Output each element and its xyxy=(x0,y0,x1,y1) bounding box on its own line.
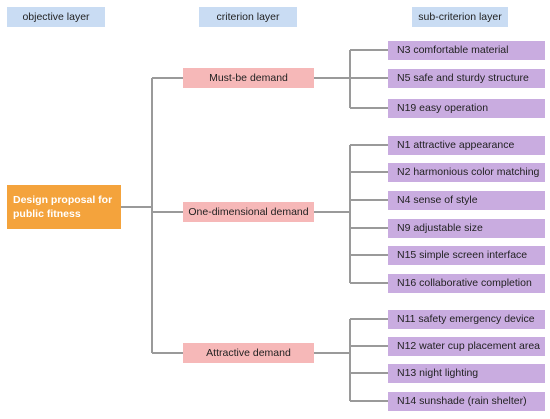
sub-node-n2: N2 harmonious color matching xyxy=(388,163,545,182)
sub-node-n14: N14 sunshade (rain shelter) xyxy=(388,392,545,411)
sub-node-n9: N9 adjustable size xyxy=(388,219,545,238)
sub-node-n13: N13 night lighting xyxy=(388,364,545,383)
sub-node-n5: N5 safe and sturdy structure xyxy=(388,69,545,88)
sub-node-n19: N19 easy operation xyxy=(388,99,545,118)
header-criterion-layer: criterion layer xyxy=(199,7,297,27)
header-sub-criterion-layer: sub-criterion layer xyxy=(412,7,508,27)
sub-node-n3: N3 comfortable material xyxy=(388,41,545,60)
objective-node: Design proposal for public fitness xyxy=(7,185,121,229)
sub-node-n11: N11 safety emergency device xyxy=(388,310,545,329)
sub-node-n12: N12 water cup placement area xyxy=(388,337,545,356)
sub-node-n16: N16 collaborative completion xyxy=(388,274,545,293)
criterion-node-one-dimensional: One-dimensional demand xyxy=(183,202,314,222)
criterion-node-attractive: Attractive demand xyxy=(183,343,314,363)
sub-node-n1: N1 attractive appearance xyxy=(388,136,545,155)
sub-node-n15: N15 simple screen interface xyxy=(388,246,545,265)
header-objective-layer: objective layer xyxy=(7,7,105,27)
sub-node-n4: N4 sense of style xyxy=(388,191,545,210)
criterion-node-must-be: Must-be demand xyxy=(183,68,314,88)
